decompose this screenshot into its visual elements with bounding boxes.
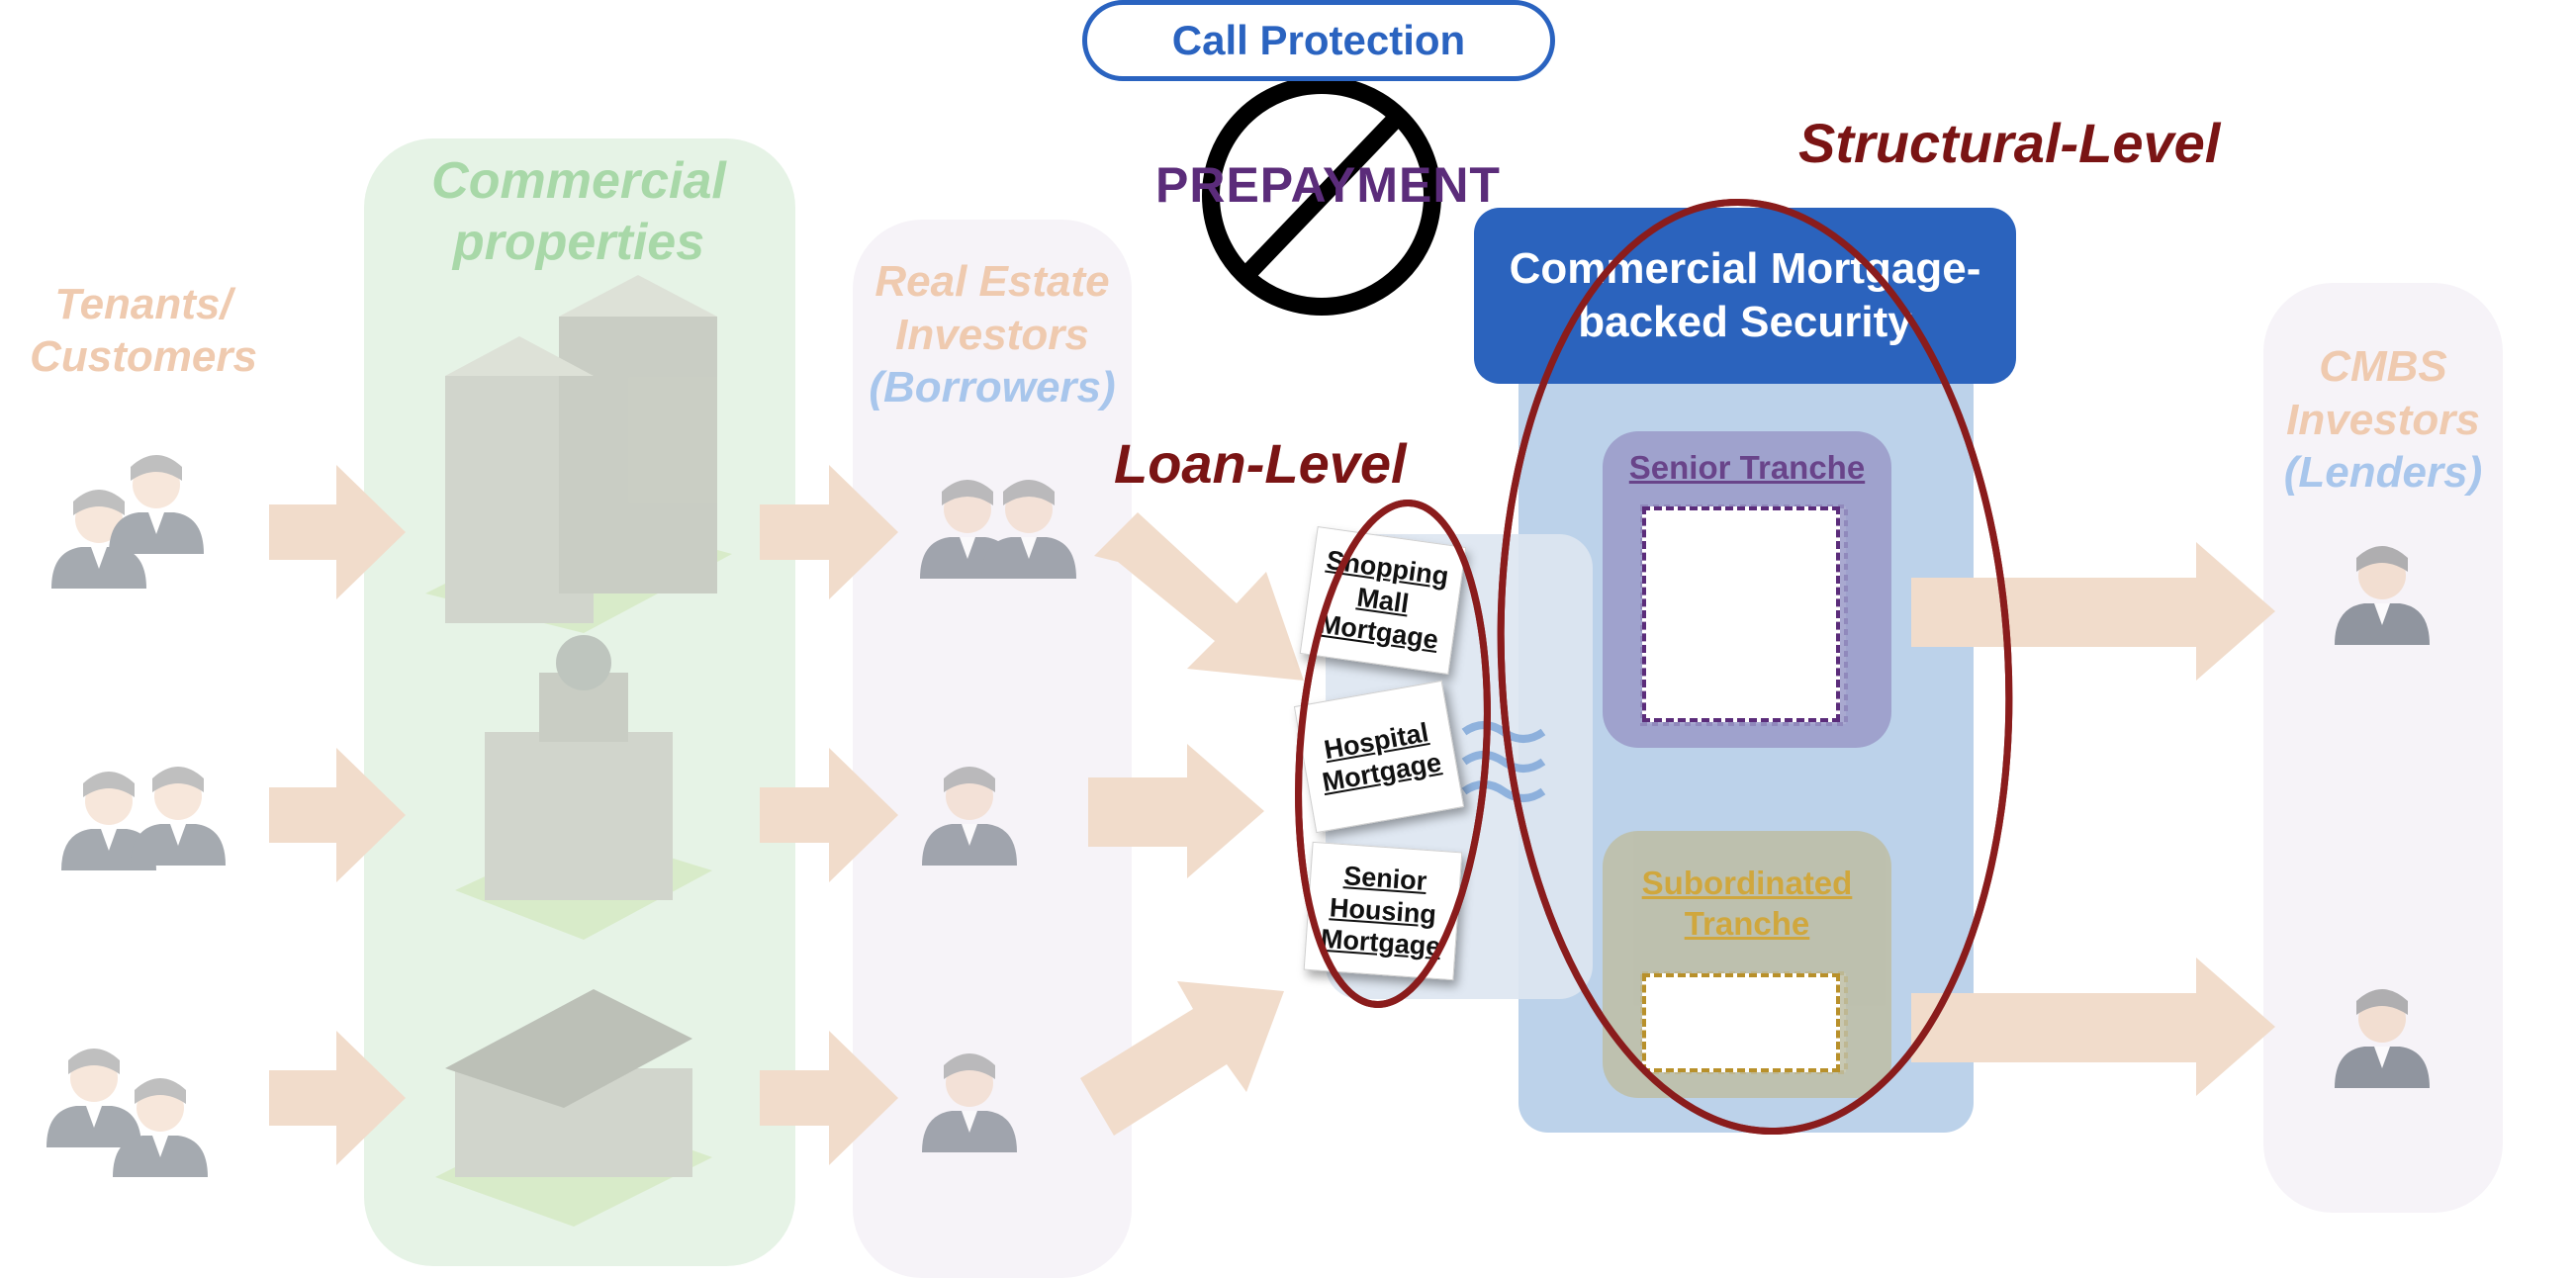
subordinated-tranche-title: Subordinated Tranche [1641, 865, 1853, 943]
arrows-properties [760, 465, 898, 1165]
arrow [1088, 744, 1264, 878]
prepayment-label: PREPAYMENT [1155, 157, 1501, 213]
arrow [760, 1031, 898, 1165]
property-buildings [425, 275, 732, 1227]
arrow [1080, 981, 1284, 1136]
arrow [760, 465, 898, 599]
properties-panel [364, 138, 795, 1266]
arrow [760, 748, 898, 882]
arrow [269, 465, 406, 599]
loan-level-label: Loan-Level [1114, 432, 1407, 495]
subordinated-tranche-slot [1642, 973, 1840, 1072]
diagram-graphics [46, 76, 2430, 1227]
tenant-people [46, 455, 226, 1177]
arrow [1911, 542, 2275, 681]
prohibition-icon [1202, 76, 1441, 316]
tenants-label: Tenants/Customers [30, 280, 257, 381]
borrower-people [920, 480, 1076, 1152]
structural-level-label: Structural-Level [1798, 112, 2221, 174]
call-protection-badge: Call Protection [1082, 0, 1555, 81]
arrows-to-lenders [1911, 542, 2275, 1096]
lender-people [2335, 546, 2430, 1088]
arrows-tenants [269, 465, 406, 1165]
arrows-to-pool [1080, 512, 1304, 1136]
senior-tranche-title: Senior Tranche [1628, 449, 1866, 486]
borrowers-panel [853, 220, 1132, 1278]
arrow [269, 748, 406, 882]
senior-tranche-slot [1642, 506, 1840, 722]
arrow [1911, 958, 2275, 1096]
arrow [1094, 512, 1304, 681]
arrow [269, 1031, 406, 1165]
cmbs-title: Commercial Mortgage-backed Security [1474, 208, 2016, 384]
